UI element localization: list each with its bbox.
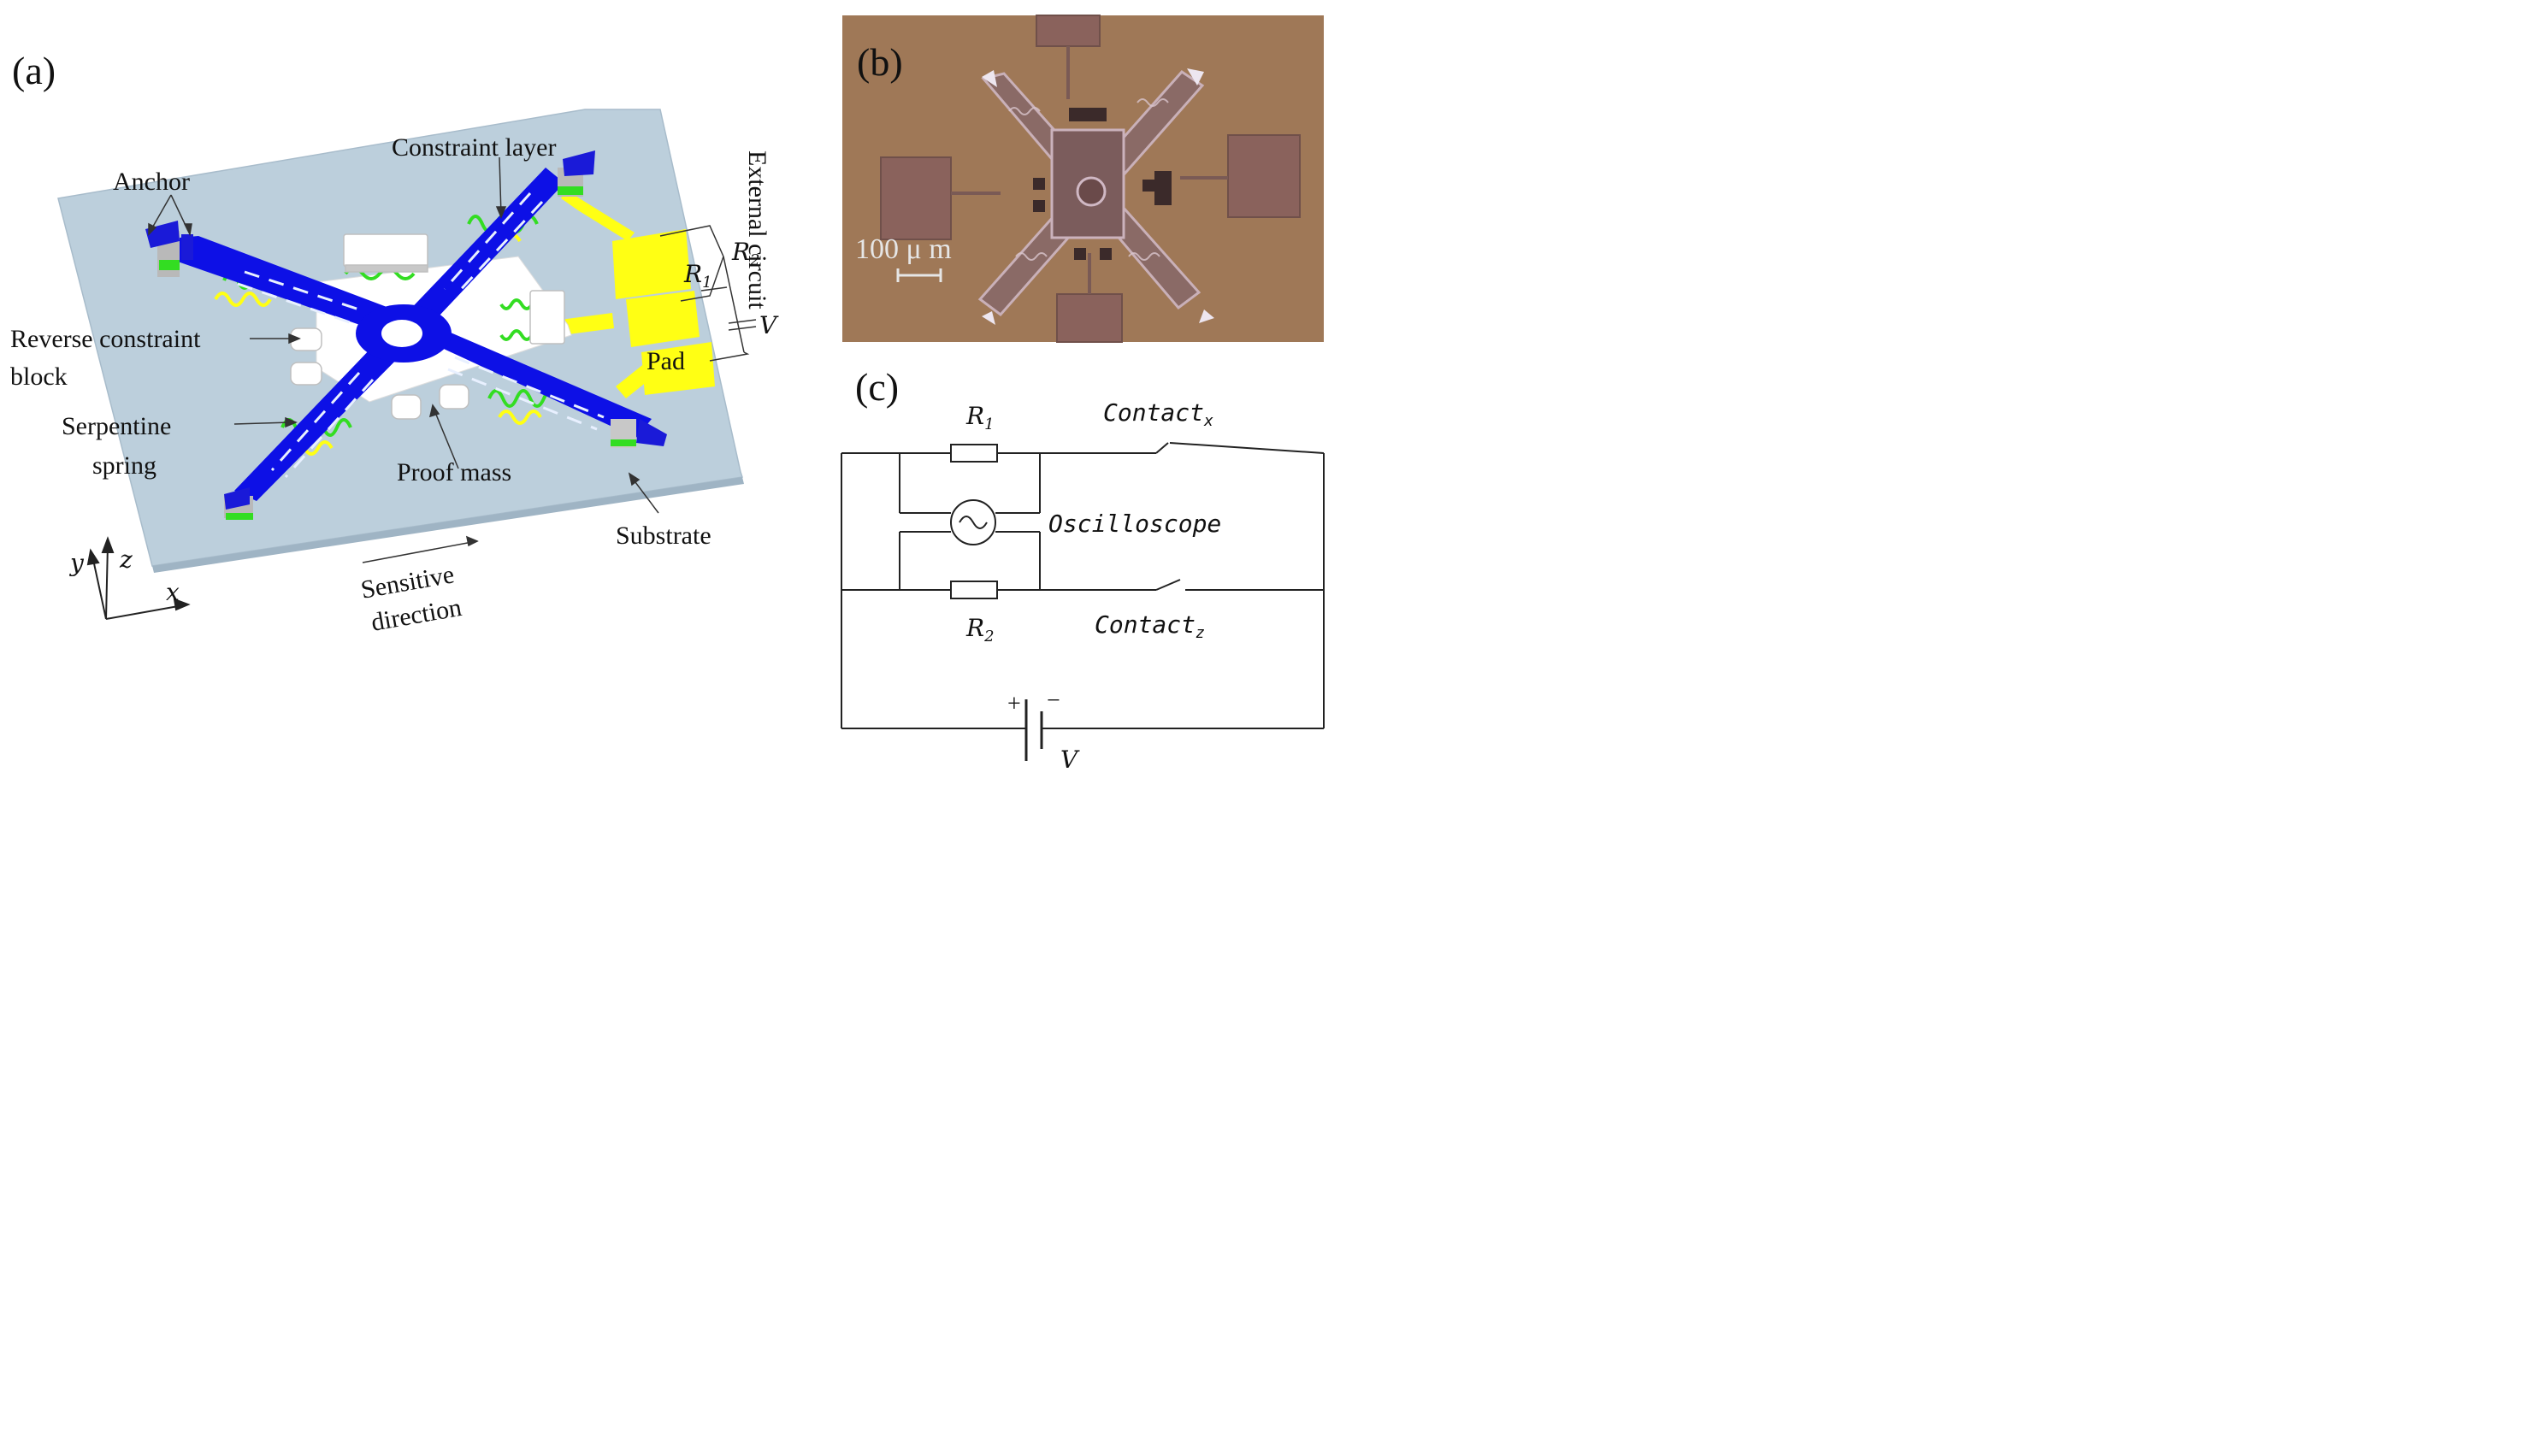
battery-symbol (1024, 699, 1043, 761)
label-oscilloscope: Oscilloscope (1048, 510, 1221, 538)
label-external-circuit: External circuit (743, 150, 771, 309)
pad-1 (612, 229, 691, 299)
circuit-wires (841, 442, 1325, 729)
cross-arm-3 (410, 325, 652, 438)
anchor-bl (224, 487, 253, 520)
battery-plus: + (1007, 691, 1021, 717)
label-v-a: V (759, 311, 779, 339)
label-pad: Pad (646, 347, 685, 375)
panel-b-tag: (b) (857, 40, 903, 84)
axis-y-label: y (68, 549, 85, 577)
label-contact-z: Contactz (1095, 610, 1205, 642)
label-r2: R2 (731, 238, 760, 269)
label-battery-v: V (1060, 746, 1080, 772)
pad-3 (641, 342, 715, 395)
label-constraint-layer: Constraint layer (392, 133, 556, 162)
reverse-constraint-blocks (290, 233, 565, 420)
axis-z-label: z (119, 545, 133, 574)
anchor-tl (145, 221, 193, 277)
micrograph-device (977, 68, 1214, 325)
anchors (145, 150, 667, 520)
panel-b: 100 μ m (b) (842, 15, 1324, 343)
label-reverse-constraint-block: block (10, 363, 68, 391)
micrograph-leads (951, 46, 1228, 294)
label-r1-c: R1 (965, 402, 995, 433)
panel-c: (c) (841, 365, 1325, 772)
substrate-edge (152, 477, 744, 573)
label-anchor: Anchor (113, 168, 190, 196)
cross-arm-2 (402, 168, 564, 332)
resistor-r1 (950, 444, 998, 463)
constraint-layer-cross (178, 168, 652, 501)
oscilloscope-symbol (950, 499, 996, 545)
coordinate-axes (86, 536, 191, 620)
label-proof-mass: Proof mass (397, 458, 511, 486)
label-spring-2: spring (92, 451, 156, 480)
pads (612, 229, 715, 395)
label-reverse-constraint: Reverse constraint (10, 325, 201, 353)
figure: (a) (10, 15, 1325, 772)
label-r2-c: R2 (965, 614, 995, 645)
scale-bar-label: 100 μ m (855, 233, 952, 265)
label-contact-x: Contactx (1103, 398, 1213, 430)
scale-bar (896, 268, 942, 282)
pad-2 (626, 291, 700, 347)
resistor-r2 (950, 581, 998, 599)
panel-a: (a) (10, 49, 779, 637)
cross-hole (381, 320, 422, 347)
label-substrate: Substrate (616, 522, 711, 550)
label-serpentine: Serpentine (62, 412, 171, 440)
leader-lines (148, 156, 659, 563)
panel-c-tag: (c) (855, 365, 899, 409)
external-circuit (659, 225, 757, 362)
anchor-tr (558, 150, 595, 197)
label-r1: R1 (683, 260, 712, 292)
panel-a-tag: (a) (12, 49, 56, 92)
axis-x-label: x (166, 578, 180, 606)
anchor-br (611, 419, 667, 448)
battery-minus: − (1047, 687, 1060, 714)
cross-arm-4 (234, 327, 416, 501)
